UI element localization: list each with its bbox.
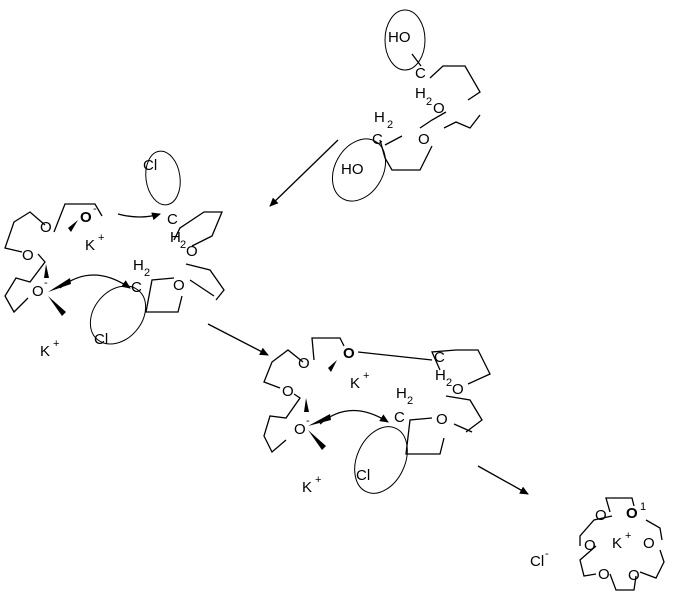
chloro-label: Cl — [356, 467, 370, 484]
potassium-label: K — [40, 343, 50, 360]
alkoxide-oxygen-label: O — [80, 209, 92, 226]
diol-reactant: HO C H 2 O H 2 C O HO — [331, 9, 481, 202]
alkoxide-oxygen-label: O — [294, 421, 306, 438]
oxygen-label: O — [436, 411, 448, 428]
chloro-label-bottom: Cl — [94, 331, 108, 348]
hydroxyl-highlight-top — [384, 9, 426, 71]
potassium-label: K — [302, 479, 312, 496]
subscript-2: 2 — [446, 377, 452, 389]
subscript-2: 2 — [144, 267, 150, 279]
plus-charge: + — [53, 338, 59, 350]
carbon-label: C — [372, 131, 383, 148]
negative-charge: - — [93, 203, 97, 215]
subscript-2: 2 — [180, 239, 186, 251]
oxygen-label: O — [186, 243, 198, 260]
oxygen-label: O — [584, 537, 596, 554]
plus-charge: + — [315, 474, 321, 486]
chloro-highlight-bottom — [89, 285, 147, 345]
crown-ether-product: O O 1 O K + O O O Cl - — [530, 497, 665, 591]
plus-charge: + — [363, 370, 369, 382]
subscript-2: 2 — [407, 395, 413, 407]
oxygen-label: O — [282, 383, 294, 400]
oxygen-label: O — [173, 277, 185, 294]
carbon-label: C — [415, 65, 426, 82]
monocyclized-intermediate: O O C H 2 O K + O H 2 C O - O Cl K + — [263, 337, 491, 496]
ether-oxygen-label: O — [343, 345, 355, 362]
oxygen-label: O — [22, 247, 34, 264]
oxygen-label: O — [598, 566, 610, 583]
hydrogen-label: H — [415, 85, 426, 102]
negative-charge: - — [545, 548, 549, 560]
hydroxyl-label-top: HO — [388, 29, 411, 46]
plus-charge: + — [625, 530, 631, 542]
oxygen-label: O — [643, 535, 655, 552]
potassium-label: K — [612, 535, 622, 552]
negative-charge: - — [44, 277, 48, 289]
hydrogen-label: H — [170, 229, 181, 246]
subscript-2: 2 — [387, 119, 393, 131]
oxygen-label: O — [418, 131, 430, 148]
oxygen-label: O — [595, 507, 607, 524]
hydrogen-label: H — [396, 385, 407, 402]
chloro-highlight-top — [145, 150, 181, 206]
oxygen-label: O — [433, 100, 445, 117]
carbon-label: C — [167, 211, 178, 228]
chloro-label-top: Cl — [143, 157, 157, 174]
potassium-label: K — [350, 375, 360, 392]
hydroxyl-highlight-bottom — [331, 138, 387, 202]
oxygen-label: O — [628, 567, 640, 584]
carbon-label: C — [394, 409, 405, 426]
carbon-label: C — [131, 279, 142, 296]
chloride-label: Cl — [530, 553, 544, 570]
hydrogen-label: H — [133, 257, 144, 274]
hydrogen-label: H — [435, 367, 446, 384]
superscript-1: 1 — [640, 501, 646, 513]
alkoxide-oxygen-label: O — [32, 283, 44, 300]
chloro-highlight — [354, 426, 408, 494]
negative-charge: - — [306, 415, 310, 427]
oxygen-label: O — [40, 219, 52, 236]
potassium-label: K — [85, 237, 95, 254]
oxygen-label: O — [452, 381, 464, 398]
bis-alkoxide-intermediate: O O - Cl C H 2 O K + O H 2 C O - O Cl K … — [4, 150, 225, 360]
reaction-arrow-3 — [477, 465, 529, 495]
hydrogen-label: H — [374, 109, 385, 126]
subscript-2: 2 — [426, 96, 432, 108]
hydroxyl-label-bottom: HO — [341, 161, 364, 178]
plus-charge: + — [98, 232, 104, 244]
carbon-label: C — [434, 349, 445, 366]
reaction-arrow-1 — [269, 139, 339, 207]
oxygen-label: O — [298, 355, 310, 372]
oxygen-label-bold: O — [626, 505, 638, 522]
reaction-arrow-2 — [207, 323, 269, 356]
